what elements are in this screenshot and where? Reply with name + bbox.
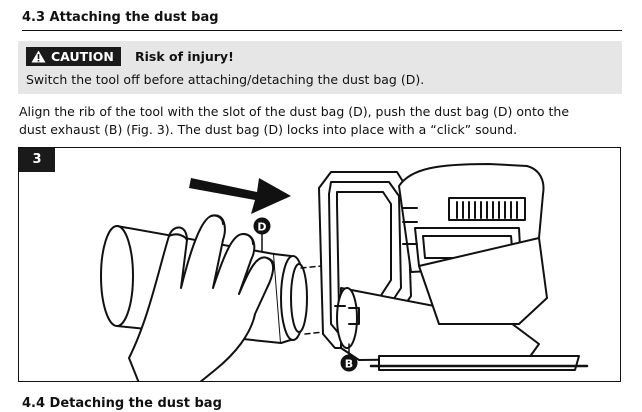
warning-triangle-icon bbox=[31, 50, 46, 63]
caution-heading: Risk of injury! bbox=[135, 49, 234, 64]
callout-d: D bbox=[253, 217, 271, 235]
caution-box: CAUTION Risk of injury! Switch the tool … bbox=[18, 41, 622, 94]
instruction-paragraph: Align the rib of the tool with the slot … bbox=[19, 103, 625, 139]
svg-text:D: D bbox=[257, 221, 266, 234]
caution-badge: CAUTION bbox=[26, 47, 121, 66]
next-section-title: 4.4 Detaching the dust bag bbox=[22, 396, 222, 411]
svg-text:B: B bbox=[345, 358, 353, 371]
caution-label: CAUTION bbox=[51, 49, 114, 64]
hand bbox=[128, 214, 274, 381]
callout-b: B bbox=[340, 354, 358, 372]
push-direction-arrow-icon bbox=[189, 178, 291, 214]
caution-text: Switch the tool off before attaching/det… bbox=[26, 72, 425, 87]
sander-base bbox=[418, 237, 548, 325]
instruction-line-2: dust exhaust (B) (Fig. 3). The dust bag … bbox=[19, 122, 518, 137]
figure-3: D B 3 bbox=[18, 147, 621, 382]
figure-number: 3 bbox=[19, 148, 55, 172]
section-title: 4.3 Attaching the dust bag bbox=[22, 10, 622, 31]
instruction-line-1: Align the rib of the tool with the slot … bbox=[19, 104, 570, 119]
dust-bag-illustration: D B bbox=[100, 163, 589, 381]
